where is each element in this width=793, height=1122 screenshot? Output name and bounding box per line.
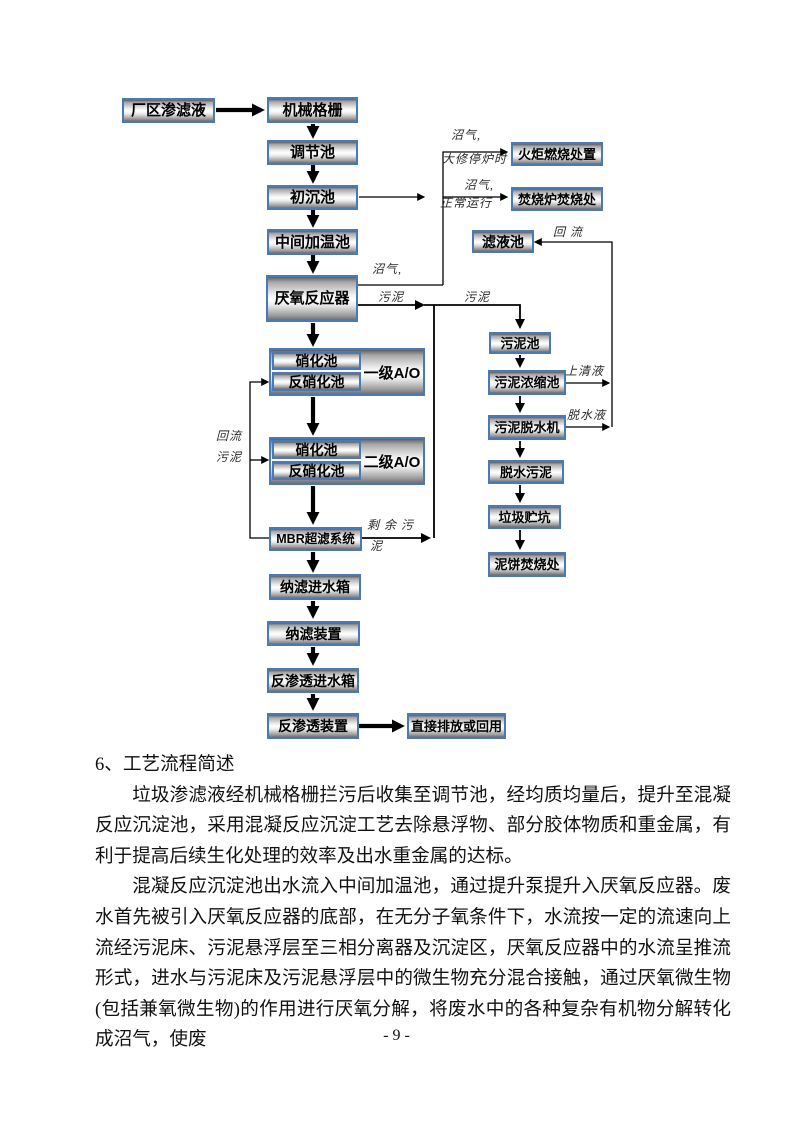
flow-node-incinerator: 焚烧炉焚烧处 xyxy=(511,187,603,211)
flow-node-flare: 火炬燃烧处置 xyxy=(511,142,603,166)
edge-label-incinerator-condition: 正常运行 xyxy=(440,196,493,210)
flow-lines xyxy=(216,103,613,733)
flow-label-stage2-ao: 二级A/O xyxy=(363,453,421,471)
flow-node-regulating-tank: 调节池 xyxy=(267,140,358,165)
body-text: 6、工艺流程简述 垃圾渗滤液经机械格栅拦污后收集至调节池，经均质均量后，提升至混… xyxy=(95,750,731,1056)
edge-reflux-bus xyxy=(533,238,613,427)
flow-label-stage1-ao: 一级A/O xyxy=(363,364,421,382)
flow-node-nf-unit: 纳滤装置 xyxy=(267,621,360,646)
paragraph-2: 混凝反应沉淀池出水流入中间加温池，通过提升泵提升入厌氧反应器。废水首先被引入厌氧… xyxy=(95,876,731,1051)
flow-node-sludge-dewatering: 污泥脱水机 xyxy=(488,415,566,440)
flow-node-primary-sedimentation: 初沉池 xyxy=(267,185,358,210)
flow-node-ao1-denitrification: 反硝化池 xyxy=(272,372,361,391)
flow-node-discharge: 直接排放或回用 xyxy=(407,713,506,739)
flow-node-anaerobic-reactor: 厌氧反应器 xyxy=(266,275,358,322)
edge-gas-flare xyxy=(442,148,509,285)
edge-label-biogas-flare: 沼气, xyxy=(451,128,482,142)
edge-label-dewatered-liquid: 脱水液 xyxy=(567,408,607,422)
page-number: - 9 - xyxy=(383,1027,410,1044)
edge-label-sludge-to-tank: 污泥 xyxy=(464,290,491,304)
flow-node-ro-feed-tank: 反渗透进水箱 xyxy=(267,668,359,693)
flow-node-ao2-denitrification: 反硝化池 xyxy=(272,461,361,480)
edge-label-supernatant: 上清液 xyxy=(565,364,605,378)
edge-label-return-sludge-1: 回流 xyxy=(216,429,243,443)
edge-reactor-sludge-b xyxy=(424,304,525,329)
flow-node-sludge-cake: 泥饼焚烧处 xyxy=(488,552,566,577)
paragraph-1: 垃圾渗滤液经机械格栅拦污后收集至调节池，经均质均量后，提升至混凝反应沉淀池，采用… xyxy=(95,784,731,867)
flow-node-mechanical-screen: 机械格栅 xyxy=(267,97,358,123)
process-flowchart: 厂区渗滤液 机械格栅 调节池 初沉池 中间加温池 厌氧反应器 硝化池 反硝化池 … xyxy=(122,97,613,739)
flow-node-mbr: MBR超滤系统 xyxy=(269,527,362,551)
flow-node-ro-unit: 反渗透装置 xyxy=(267,713,359,739)
edge-label-biogas-reactor: 沼气, xyxy=(372,262,403,276)
flow-node-ao2-nitrification: 硝化池 xyxy=(272,440,361,459)
flow-node-filtrate-tank: 滤液池 xyxy=(472,230,534,253)
edge-label-return-sludge-2: 污泥 xyxy=(216,450,243,464)
flow-node-intermediate-heating: 中间加温池 xyxy=(267,229,358,255)
edge-label-reflux: 回 流 xyxy=(553,225,584,239)
flow-node-plant-leachate: 厂区渗滤液 xyxy=(122,98,215,123)
edge-label-flare-condition: 大修停炉时 xyxy=(442,152,508,166)
flow-node-sludge-thickener: 污泥浓缩池 xyxy=(488,370,566,395)
edge-label-biogas-incinerator: 沼气, xyxy=(464,178,495,192)
section-heading: 6、工艺流程简述 xyxy=(95,754,235,775)
edge-label-sludge-reactor: 污泥 xyxy=(378,290,405,304)
flow-node-sludge-tank: 污泥池 xyxy=(489,332,551,354)
flow-node-dewatered-sludge: 脱水污泥 xyxy=(488,460,564,484)
flow-node-nf-feed-tank: 纳滤进水箱 xyxy=(269,574,361,600)
edge-label-excess-sludge-1: 剩 余 污 xyxy=(367,518,415,532)
edge-label-excess-sludge-2: 泥 xyxy=(370,539,384,553)
flow-node-ao1-nitrification: 硝化池 xyxy=(272,351,361,370)
flow-node-waste-pit: 垃圾贮坑 xyxy=(488,505,561,529)
